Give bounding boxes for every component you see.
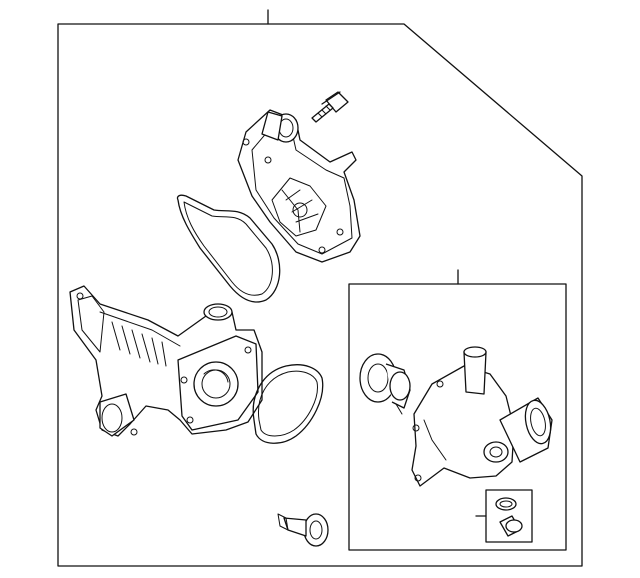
bolt [311, 91, 349, 123]
thermostat-cover [411, 346, 553, 487]
water-pump [237, 109, 361, 263]
assembly-frame [57, 9, 583, 567]
drain-plug [499, 515, 523, 537]
housing-gasket [252, 364, 324, 444]
thermostat-subassembly-frame [348, 269, 567, 551]
coolant-housing [69, 285, 263, 437]
pump-gasket [176, 194, 281, 303]
thermostat [359, 353, 411, 415]
temperature-sensor [277, 513, 329, 547]
drain-plug-seal [495, 497, 517, 511]
drain-plug-callout [475, 489, 533, 543]
